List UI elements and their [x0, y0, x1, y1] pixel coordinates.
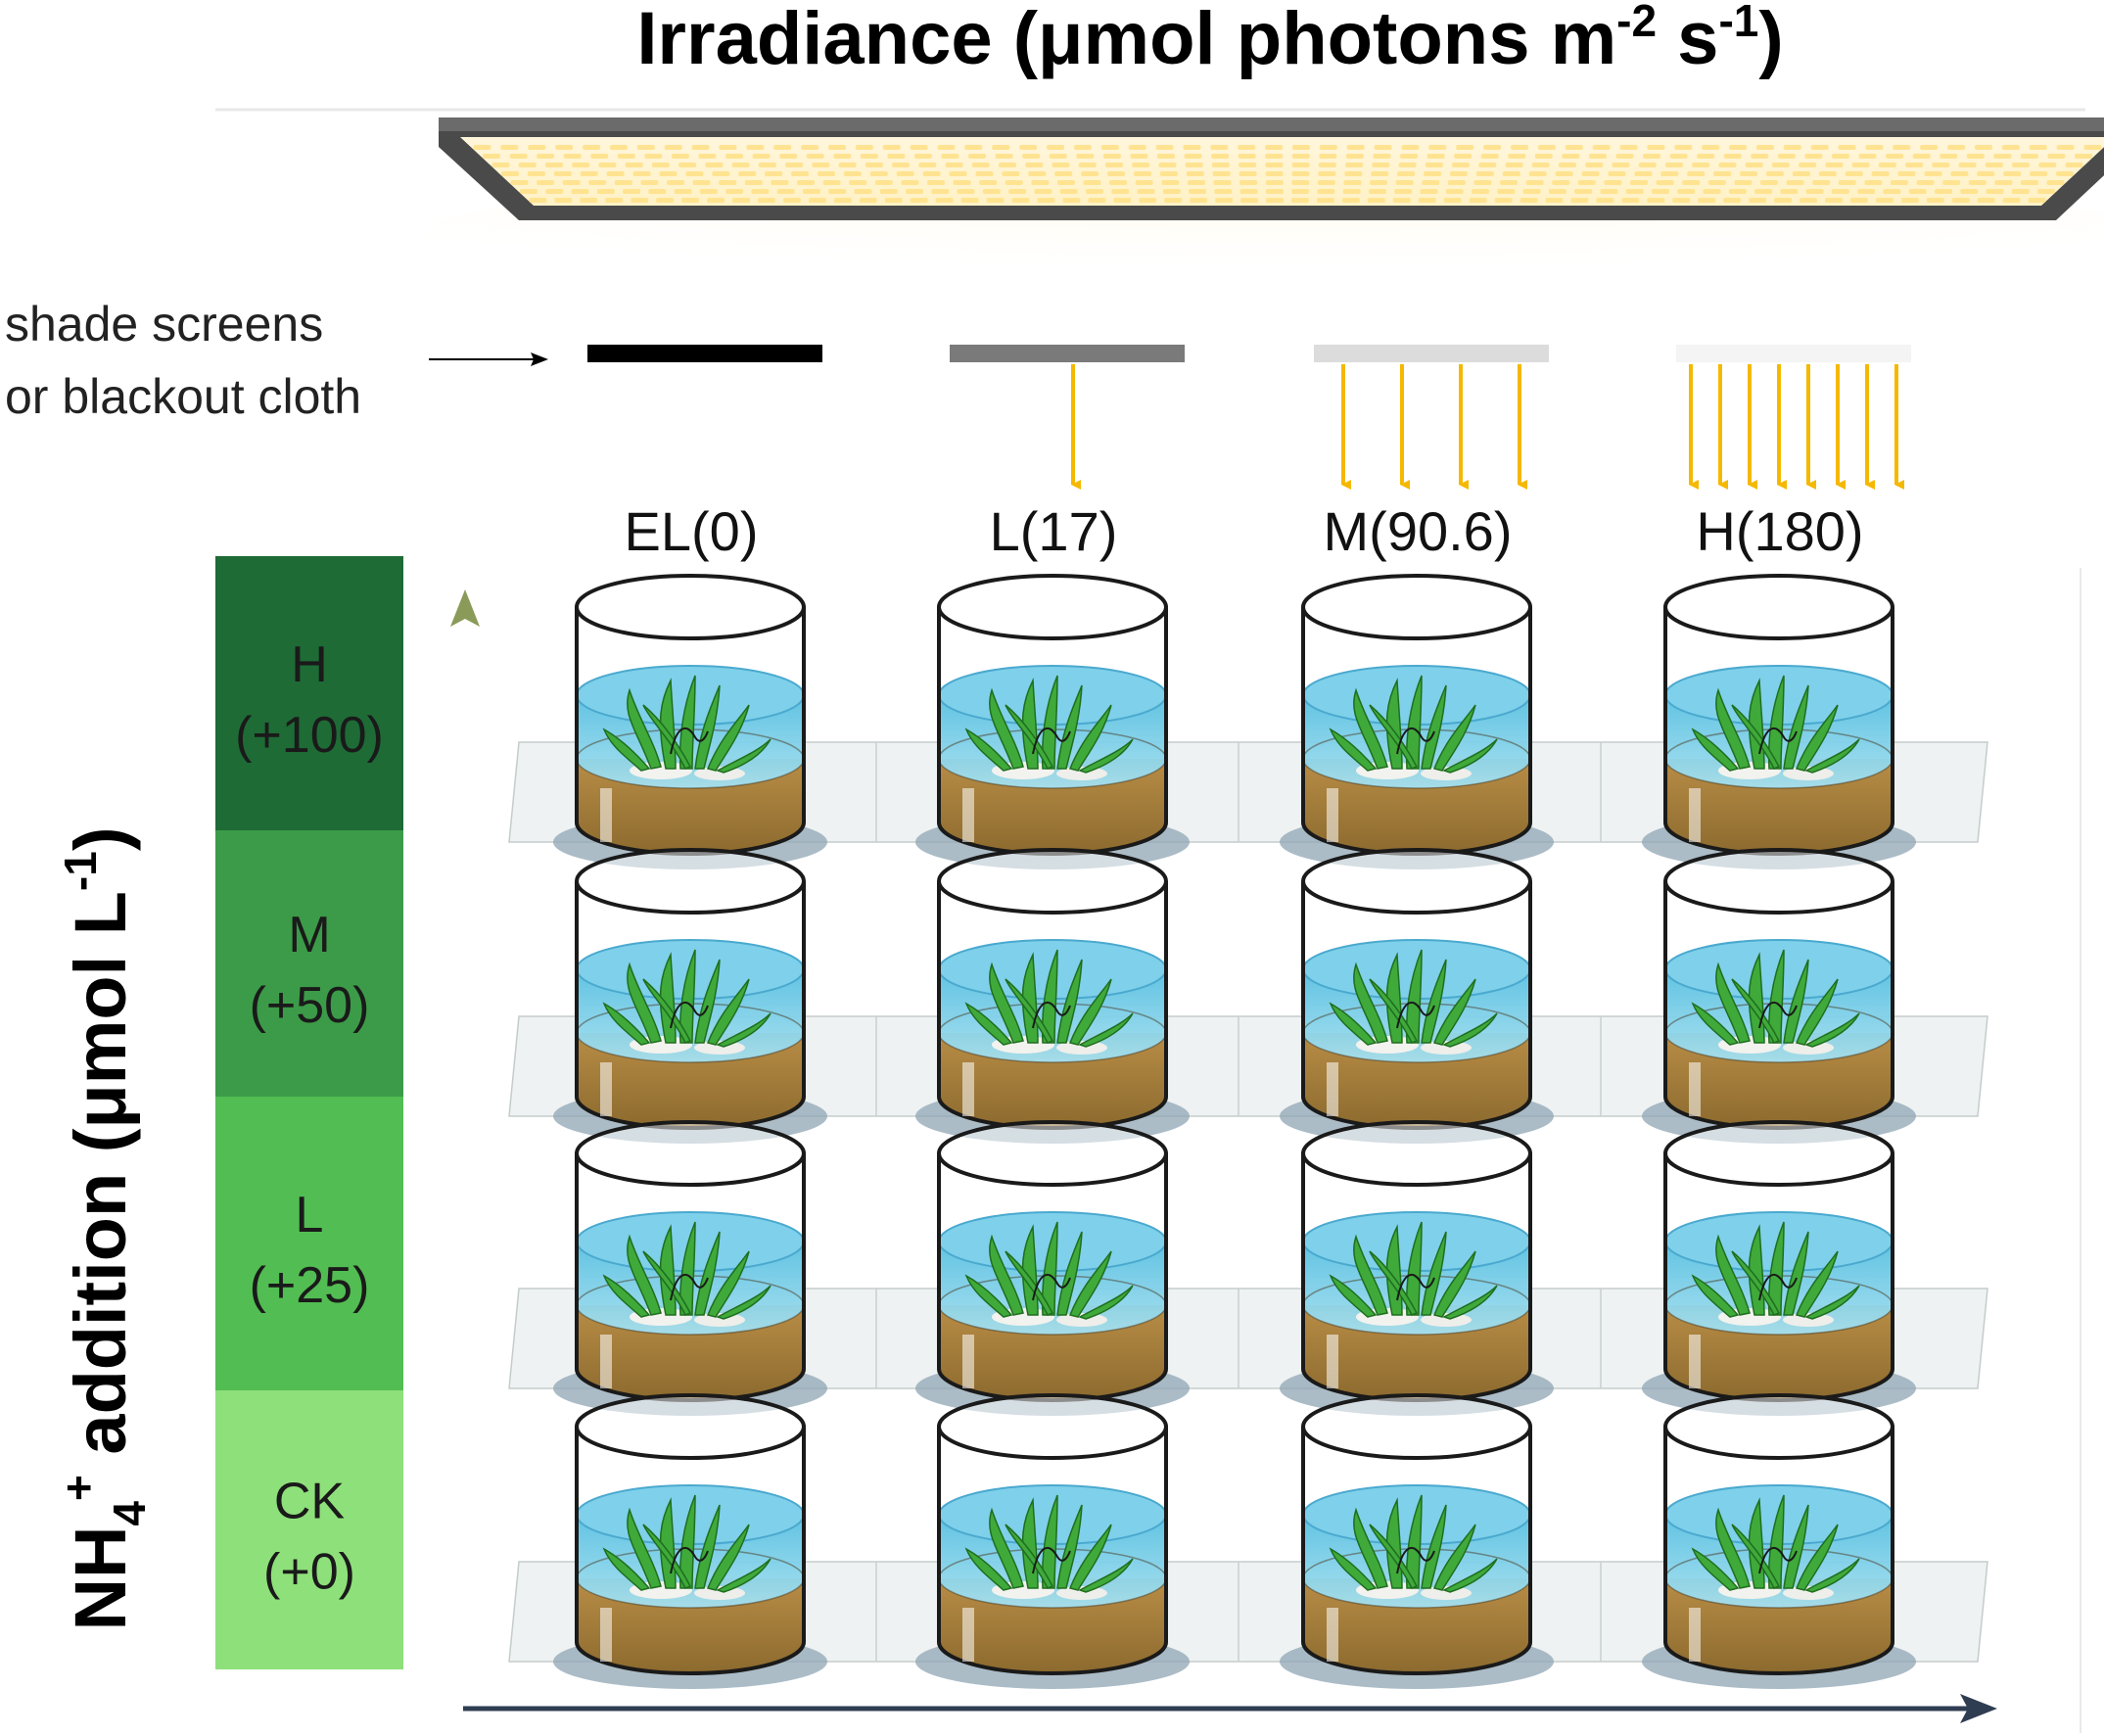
beaker-row	[508, 848, 1988, 1146]
title-end: )	[1758, 0, 1783, 80]
beaker-with-seagrass-icon	[551, 574, 829, 871]
nh4-level-name: H	[291, 636, 328, 693]
light-level-label: L(17)	[990, 500, 1118, 562]
nh4-level-ck: CK (+0)	[215, 1390, 403, 1669]
beaker-row	[508, 574, 1988, 871]
beaker-with-seagrass-icon	[913, 1393, 1192, 1691]
light-level-label: EL(0)	[625, 500, 759, 562]
nh4-level-band	[215, 556, 403, 830]
beaker-with-seagrass-icon	[1640, 1393, 1918, 1691]
nh4-level-l: L (+25)	[215, 1097, 403, 1390]
light-treatment-columns: EL(0) L(17) M(90.6) H(180)	[587, 345, 1911, 562]
beaker-grid	[508, 574, 1988, 1691]
title-sup2: -1	[1718, 0, 1758, 46]
light-column-2: M(90.6)	[1314, 345, 1549, 562]
shade-label-line2: or blackout cloth	[5, 369, 361, 424]
shade-screen	[1676, 345, 1911, 362]
yaxis-title-nh: NH	[60, 1526, 141, 1631]
yaxis-title-close: )	[60, 826, 141, 851]
yaxis-title: NH4+ addition (μmol L-1)	[53, 826, 155, 1630]
x-axis-arrow	[463, 1694, 1997, 1723]
light-column-3: H(180)	[1676, 345, 1911, 562]
nh4-level-band	[215, 1097, 403, 1390]
nh4-level-value: (+100)	[235, 707, 384, 764]
y-axis-arrow	[450, 589, 480, 1709]
title-mid: s	[1657, 0, 1718, 80]
light-column-1: L(17)	[950, 345, 1185, 562]
nh4-level-value: (+50)	[250, 977, 370, 1034]
beaker-row	[508, 1393, 1988, 1691]
beaker-with-seagrass-icon	[1278, 1393, 1556, 1691]
light-column-0: EL(0)	[587, 345, 822, 562]
nh4-level-m: M (+50)	[215, 830, 403, 1097]
shade-label-line1: shade screens	[5, 297, 323, 352]
beaker-with-seagrass-icon	[551, 848, 829, 1146]
shade-pointer-arrow	[429, 352, 548, 366]
title-main: Irradiance (μmol photons m	[636, 0, 1616, 80]
beaker-with-seagrass-icon	[913, 848, 1192, 1146]
led-light-panel-icon	[423, 117, 2104, 304]
beaker-with-seagrass-icon	[1640, 848, 1918, 1146]
nh4-level-band	[215, 1390, 403, 1669]
nh4-level-bar: H (+100) M (+50) L (+25) CK (+0)	[215, 556, 403, 1669]
nh4-level-name: L	[296, 1187, 324, 1243]
nh4-level-name: CK	[274, 1474, 346, 1530]
beaker-with-seagrass-icon	[1278, 848, 1556, 1146]
nh4-level-h: H (+100)	[215, 556, 403, 830]
nh4-level-name: M	[288, 907, 330, 963]
yaxis-title-sup: +	[53, 1475, 104, 1501]
yaxis-title-rest: addition (μmol L	[60, 891, 141, 1475]
light-level-label: M(90.6)	[1324, 500, 1513, 562]
light-level-label: H(180)	[1696, 500, 1863, 562]
nh4-level-value: (+0)	[263, 1544, 355, 1601]
beaker-with-seagrass-icon	[1278, 574, 1556, 871]
shade-screen	[587, 345, 822, 362]
beaker-with-seagrass-icon	[1278, 1120, 1556, 1418]
beaker-with-seagrass-icon	[1640, 574, 1918, 871]
title-sup1: -2	[1616, 0, 1657, 46]
nh4-level-value: (+25)	[250, 1257, 370, 1314]
nh4-level-band	[215, 830, 403, 1097]
yaxis-title-sup2: -1	[55, 851, 106, 891]
beaker-row	[508, 1120, 1988, 1418]
beaker-with-seagrass-icon	[913, 574, 1192, 871]
beaker-with-seagrass-icon	[551, 1120, 829, 1418]
diagram-title: Irradiance (μmol photons m-2 s-1)	[636, 0, 1783, 80]
shade-screen	[1314, 345, 1549, 362]
beaker-with-seagrass-icon	[551, 1393, 829, 1691]
yaxis-title-sub: 4	[104, 1501, 155, 1526]
beaker-with-seagrass-icon	[913, 1120, 1192, 1418]
shade-screen	[950, 345, 1185, 362]
beaker-with-seagrass-icon	[1640, 1120, 1918, 1418]
